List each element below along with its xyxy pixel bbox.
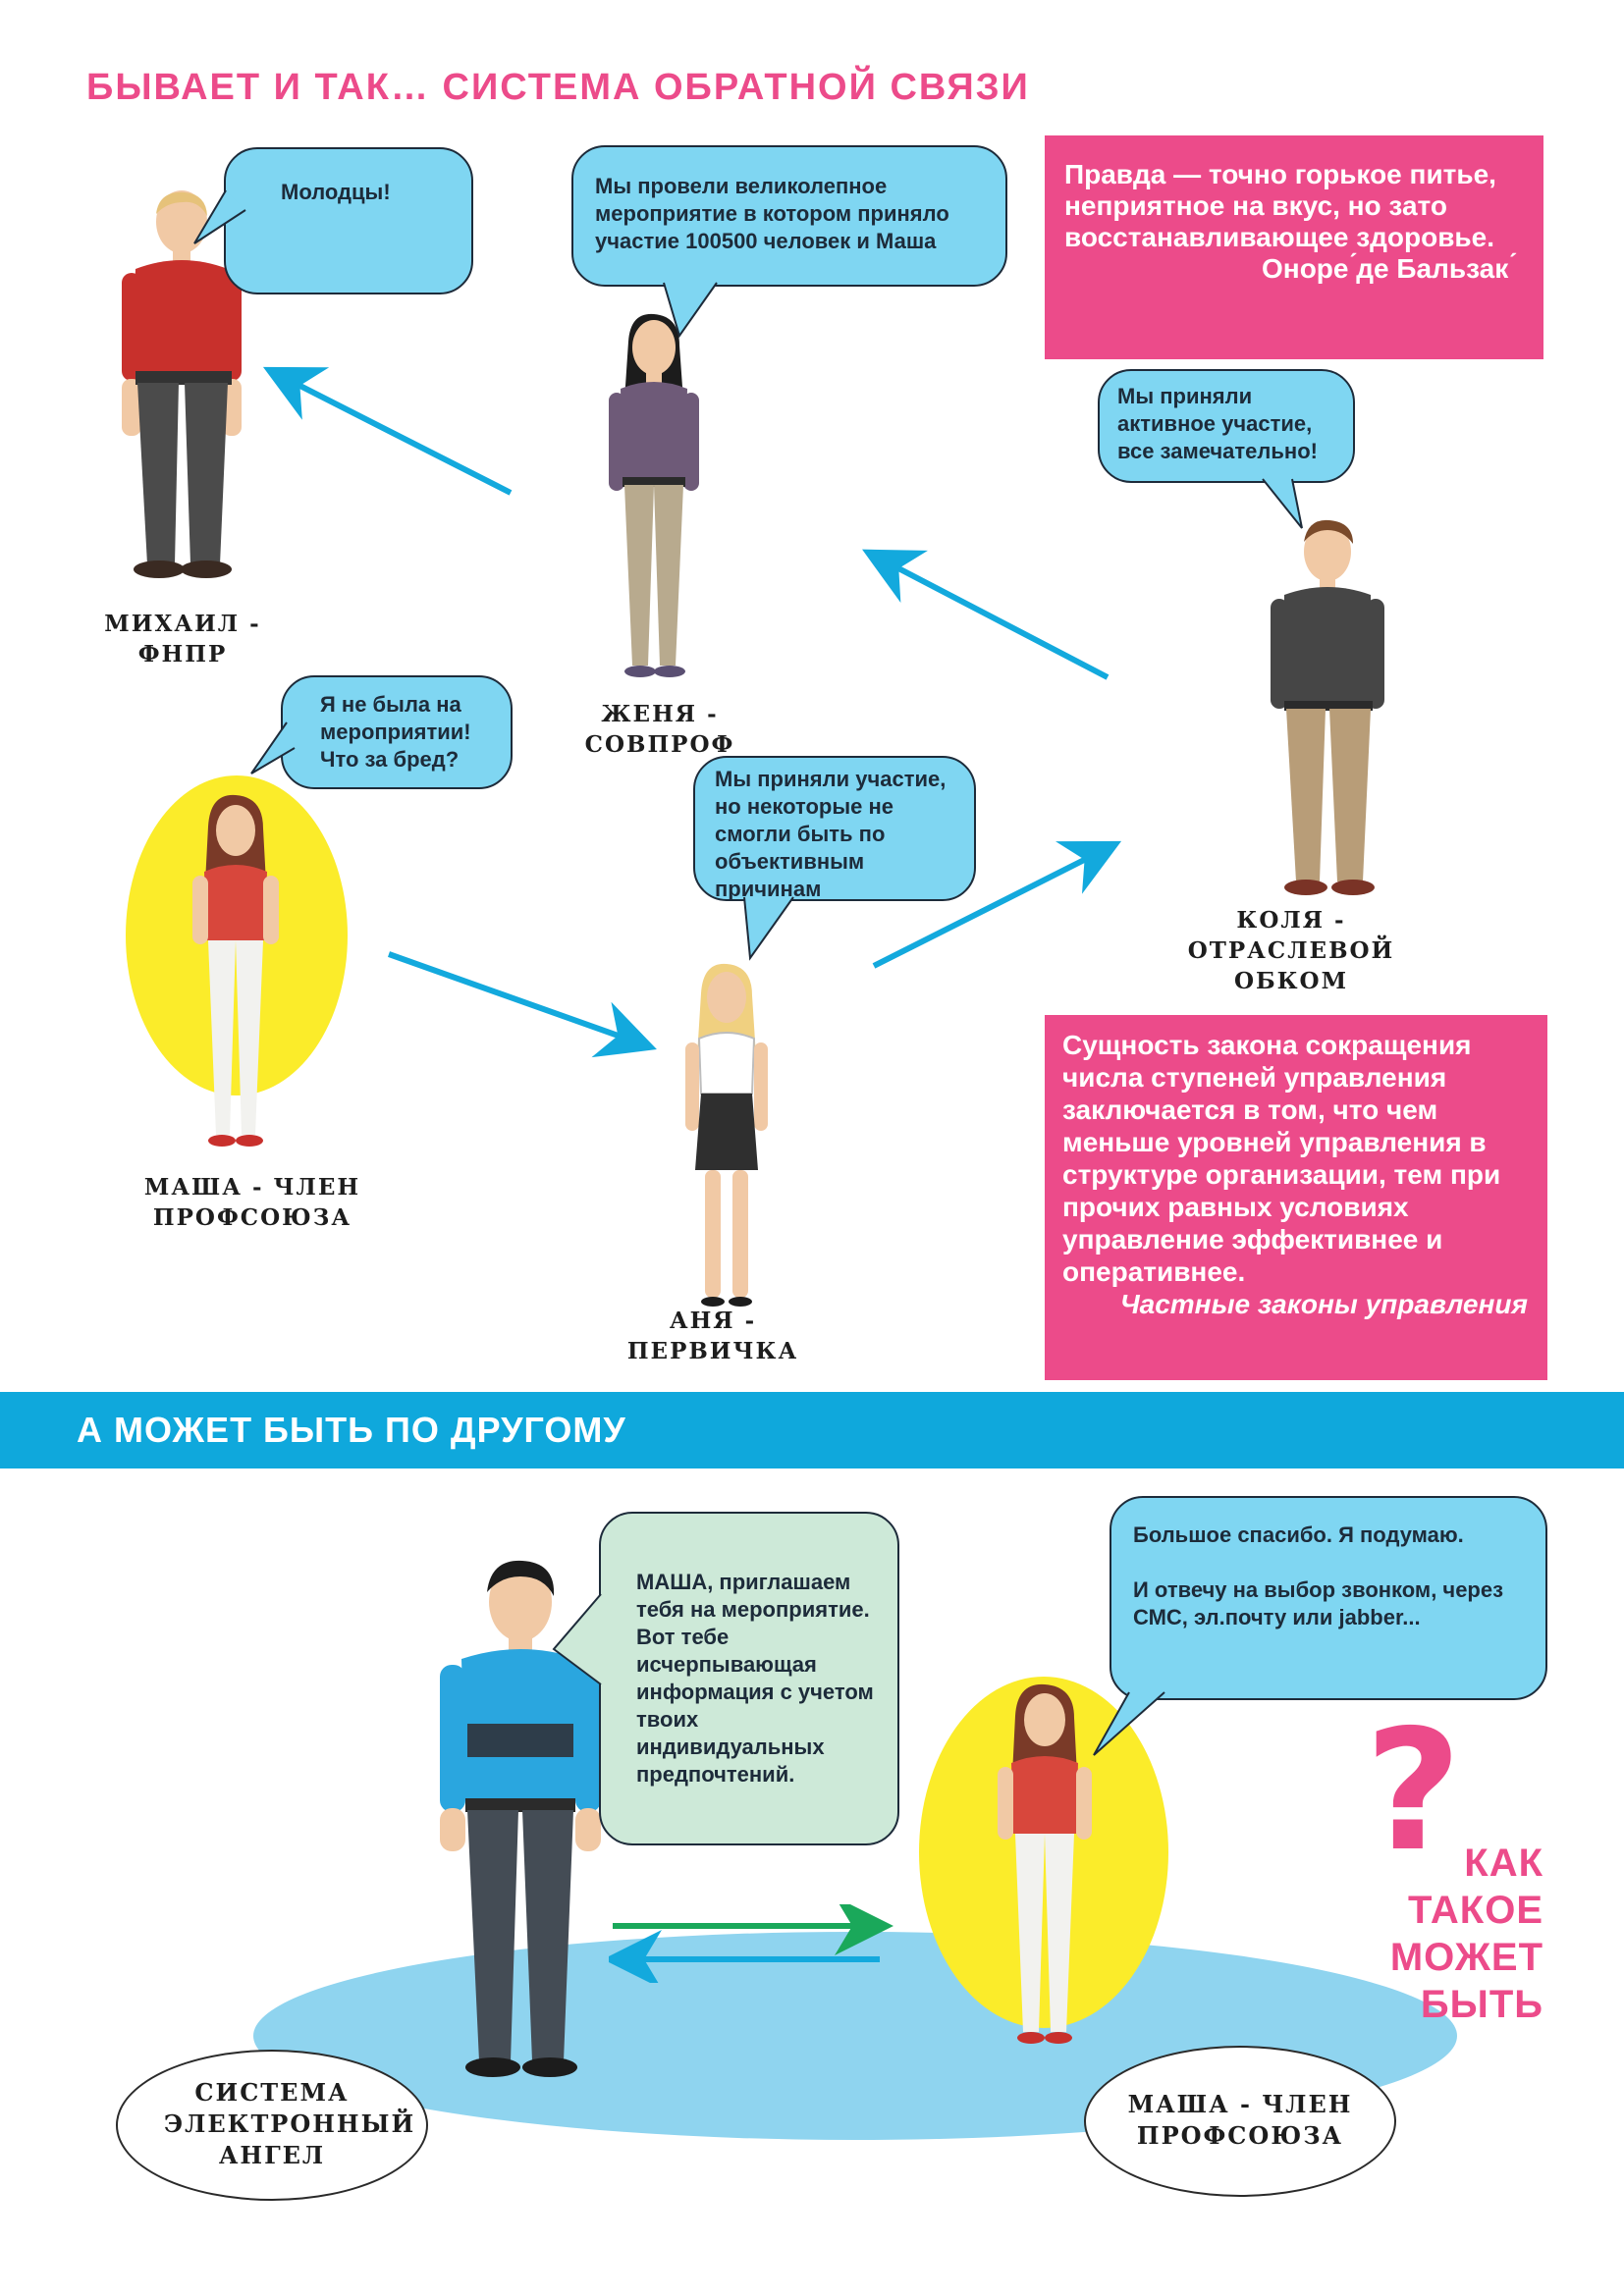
- speech-bubble-angel: МАША, приглашаем тебя на мероприятие. Во…: [599, 1512, 899, 1845]
- speech-text-kolya: Мы приняли активное участие, все замечат…: [1117, 384, 1318, 463]
- name-label-zhenya: ЖЕНЯ - СОВПРОФ: [584, 701, 735, 758]
- exchange-arrows: [609, 1904, 893, 1983]
- speech-bubble-mikhail: Молодцы!: [224, 147, 473, 294]
- name-label-angel: СИСТЕМА ЭЛЕКТРОННЫЙ АНГЕЛ: [116, 2050, 428, 2201]
- name-label-anya: АНЯ - ПЕРВИЧКА: [626, 1308, 799, 1364]
- speech-tail-mikhail: [193, 189, 246, 244]
- quote-author-balzac: Оноре ́де Бальзак ́: [1262, 253, 1516, 284]
- speech-text-zhenya: Мы провели великолепное мероприятие в ко…: [595, 174, 949, 253]
- speech-text-mikhail: Молодцы!: [281, 180, 391, 204]
- arrow-masha-to-anya: [387, 951, 657, 1058]
- speech-tail-kolya: [1262, 478, 1303, 529]
- speech-bubble-anya: Мы приняли участие, но некоторые не смог…: [693, 756, 976, 901]
- speech-text-anya: Мы приняли участие, но некоторые не смог…: [715, 767, 947, 901]
- masha-figure: [192, 794, 279, 1147]
- zhenya-figure: [609, 313, 699, 677]
- page-title: БЫВАЕТ И ТАК… СИСТЕМА ОБРАТНОЙ СВЯЗИ: [86, 67, 1030, 108]
- name-label-masha2: МАША - ЧЛЕН ПРОФСОЮЗА: [1084, 2046, 1396, 2197]
- section-banner-title: А МОЖЕТ БЫТЬ ПО ДРУГОМУ: [77, 1410, 626, 1450]
- name-label-angel-text: СИСТЕМА ЭЛЕКТРОННЫЙ АНГЕЛ: [164, 2078, 416, 2169]
- name-label-masha2-text: МАША - ЧЛЕН ПРОФСОЮЗА: [1127, 2090, 1353, 2150]
- name-label-mikhail: МИХАИЛ - ФНПР: [104, 611, 261, 667]
- speech-text-masha: Я не была на мероприятии! Что за бред?: [320, 692, 471, 772]
- question-line-4: БЫТЬ: [1420, 1983, 1543, 2026]
- section-banner: А МОЖЕТ БЫТЬ ПО ДРУГОМУ: [0, 1392, 1624, 1468]
- question-line-2: ТАКОЕ: [1407, 1889, 1543, 1932]
- question-line-3: МОЖЕТ: [1389, 1936, 1543, 1979]
- question-line-1: КАК: [1464, 1842, 1543, 1885]
- question-mark-icon: ?: [1365, 1694, 1462, 1889]
- anya-figure: [685, 963, 768, 1307]
- angel-figure: [440, 1560, 601, 2077]
- quote-text-law: Сущность закона сокращения числа ступене…: [1062, 1030, 1501, 1287]
- speech-text-masha2-line2: И отвечу на выбор звонком, через СМС, эл…: [1133, 1577, 1504, 1629]
- arrows-layer: [262, 366, 1122, 1058]
- name-label-kolya: КОЛЯ - ОТРАСЛЕВОЙ ОБКОМ: [1187, 907, 1395, 994]
- speech-tail-masha2: [1093, 1691, 1165, 1756]
- arrow-zhenya-to-mikhail: [262, 366, 513, 496]
- arrow-anya-to-kolya: [872, 840, 1122, 969]
- speech-tail-anya: [743, 896, 794, 961]
- speech-bubble-zhenya: Мы провели великолепное мероприятие в ко…: [571, 145, 1007, 287]
- arrow-kolya-to-zhenya: [862, 549, 1110, 680]
- speech-text-masha2-line1: Большое спасибо. Я подумаю.: [1133, 1522, 1464, 1547]
- speech-bubble-masha: Я не была на мероприятии! Что за бред?: [281, 675, 513, 789]
- quote-box-balzac: Правда — точно горькое питье, неприятное…: [1045, 135, 1543, 359]
- masha2-figure: [998, 1683, 1092, 2044]
- quote-box-law: Сущность закона сокращения числа ступене…: [1045, 1015, 1547, 1380]
- kolya-figure: [1271, 519, 1384, 895]
- mikhail-figure: [122, 190, 242, 578]
- speech-tail-angel: [552, 1593, 602, 1685]
- speech-tail-zhenya: [663, 282, 718, 339]
- speech-tail-masha: [250, 721, 296, 774]
- speech-text-angel: МАША, приглашаем тебя на мероприятие. Во…: [636, 1570, 874, 1787]
- speech-bubble-masha2: Большое спасибо. Я подумаю. И отвечу на …: [1110, 1496, 1547, 1700]
- quote-text-balzac: Правда — точно горькое питье, неприятное…: [1064, 159, 1496, 252]
- speech-bubble-kolya: Мы приняли активное участие, все замечат…: [1098, 369, 1355, 483]
- quote-author-law: Частные законы управления: [1119, 1289, 1528, 1319]
- name-label-masha: МАША - ЧЛЕН ПРОФСОЮЗА: [143, 1174, 361, 1231]
